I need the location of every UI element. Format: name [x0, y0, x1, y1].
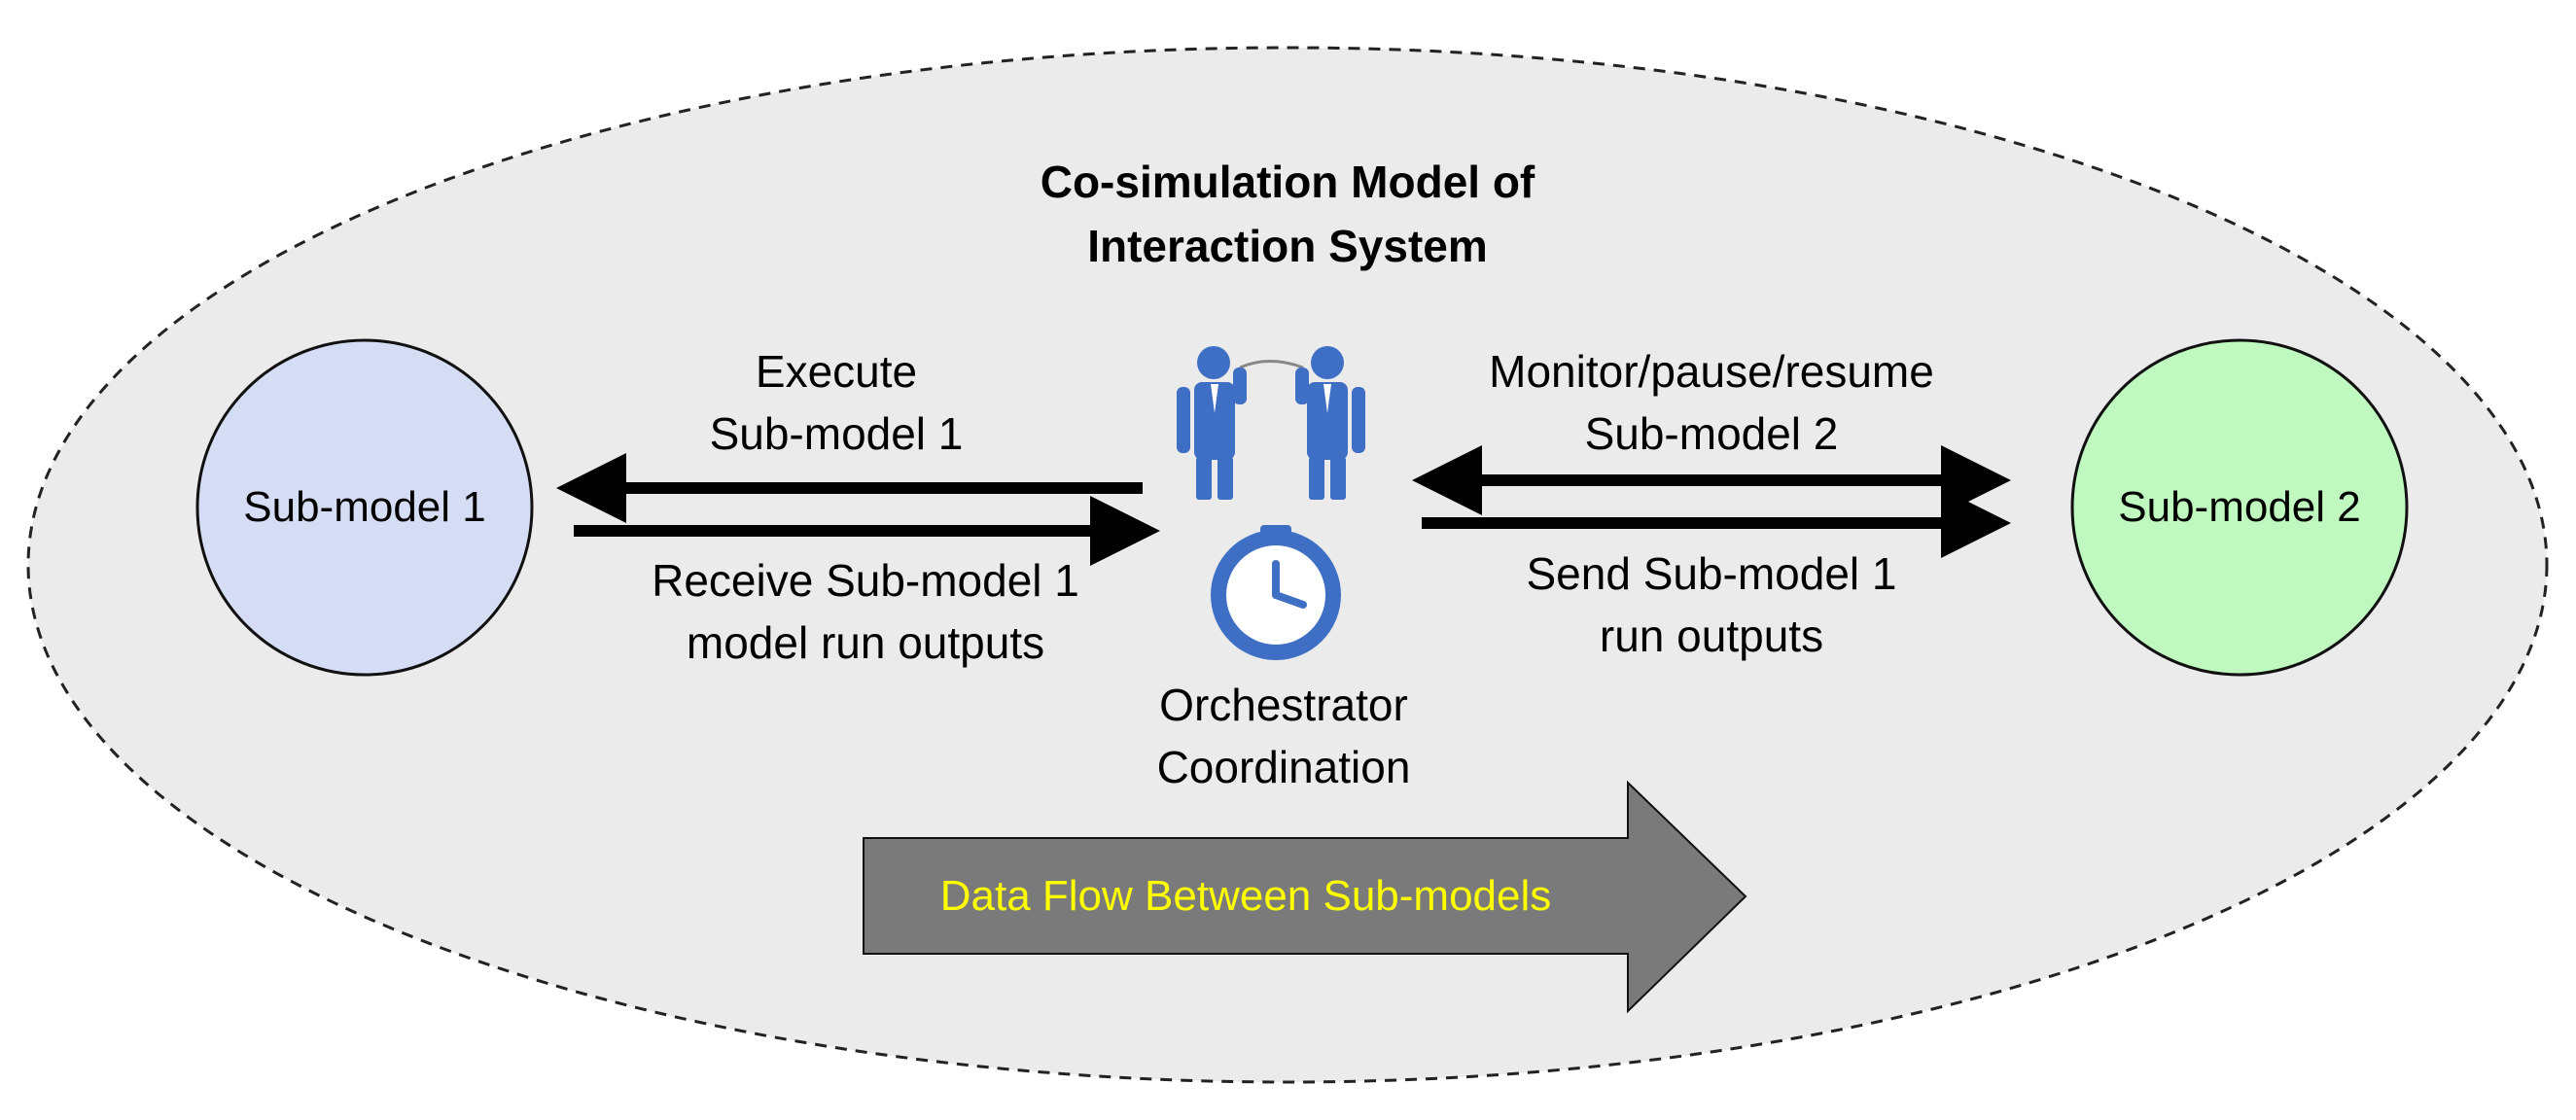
data-flow-arrow: [863, 780, 1747, 1014]
execute-label-line-1: Execute: [755, 346, 918, 397]
sub-model-1-circle[interactable]: [195, 338, 534, 677]
people-icon: [1177, 346, 1365, 500]
diagram-title: Co-simulation Model of Interaction Syste…: [899, 150, 1676, 278]
orchestrator-label-line-1: Orchestrator: [1159, 680, 1408, 730]
clock-icon: [1211, 525, 1341, 660]
monitor-label: Monitor/pause/resume Sub-model 2: [1415, 340, 2008, 465]
send-label: Send Sub-model 1 run outputs: [1439, 542, 1984, 667]
sub-model-2-circle[interactable]: [2070, 338, 2409, 677]
orchestrator-label-line-2: Coordination: [1156, 742, 1411, 792]
receive-label-line-1: Receive Sub-model 1: [652, 555, 1079, 606]
execute-label-line-2: Sub-model 1: [709, 408, 964, 459]
sub-model-2-label: Sub-model 2: [2118, 483, 2361, 531]
diagram-title-line-2: Interaction System: [1087, 221, 1488, 271]
monitor-label-line-2: Sub-model 2: [1584, 408, 1839, 459]
send-label-line-2: run outputs: [1599, 611, 1824, 661]
send-label-line-1: Send Sub-model 1: [1526, 548, 1897, 599]
diagram-title-line-1: Co-simulation Model of: [1040, 157, 1535, 207]
execute-label: Execute Sub-model 1: [642, 340, 1031, 465]
monitor-label-line-1: Monitor/pause/resume: [1489, 346, 1934, 397]
orchestrator-label: Orchestrator Coordination: [1089, 674, 1478, 798]
receive-label: Receive Sub-model 1 model run outputs: [583, 549, 1147, 674]
data-flow-label: Data Flow Between Sub-models: [939, 872, 1552, 920]
sub-model-1-label: Sub-model 1: [243, 483, 486, 531]
receive-label-line-2: model run outputs: [686, 617, 1045, 668]
